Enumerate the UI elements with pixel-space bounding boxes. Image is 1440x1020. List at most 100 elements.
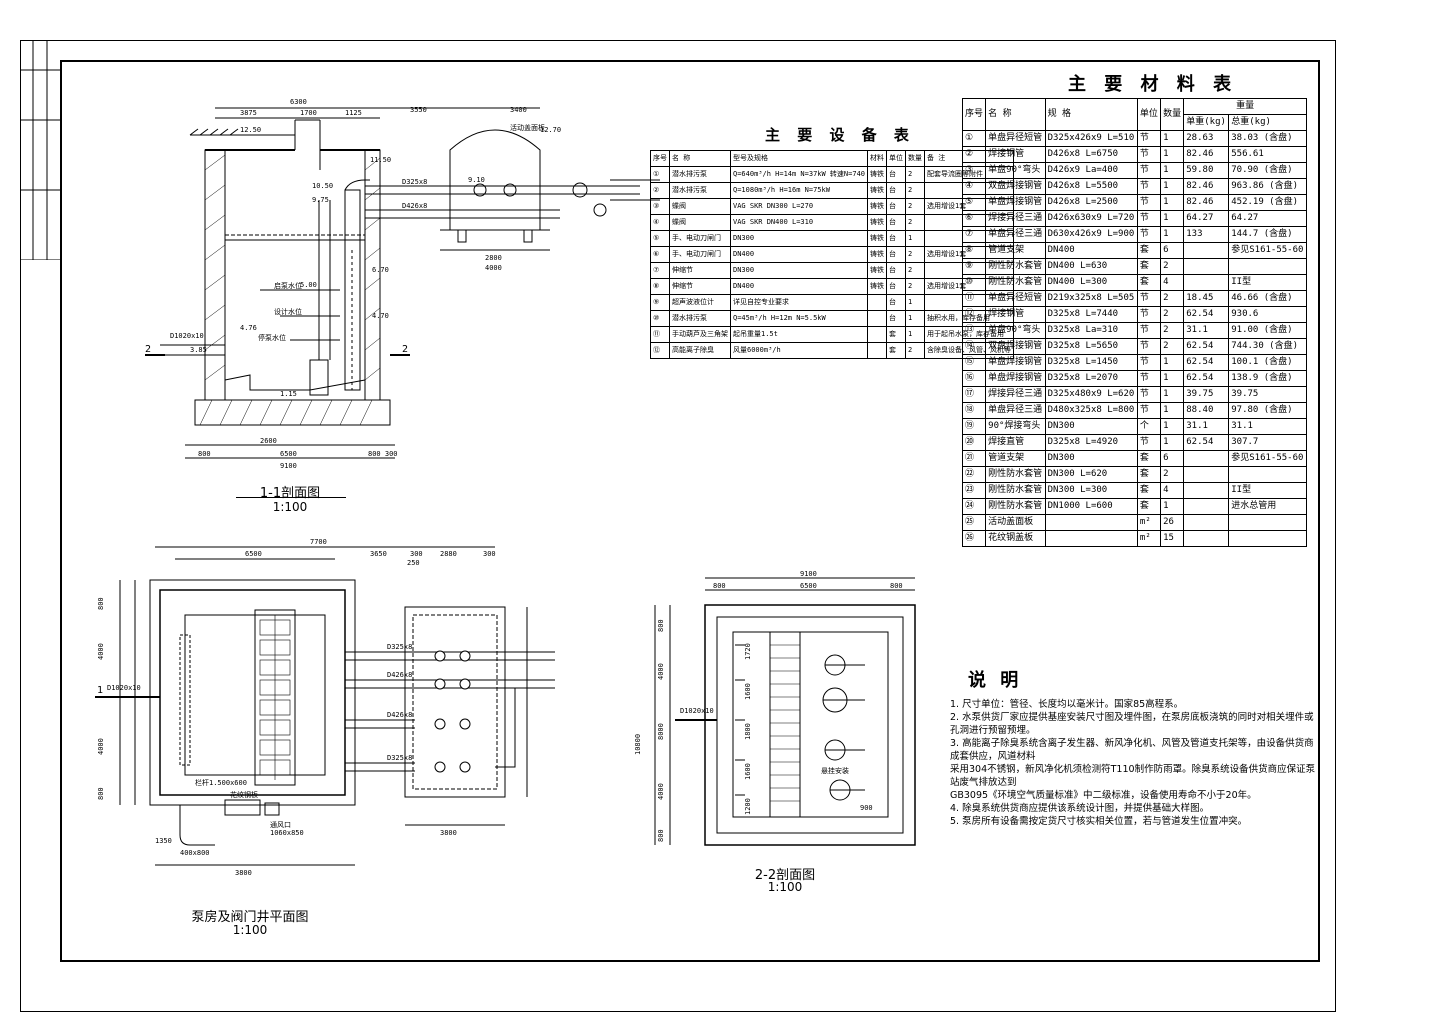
material-cell-spec bbox=[1044, 530, 1138, 547]
material-cell-name: 单盘异径三通 bbox=[985, 226, 1046, 243]
dim-bot-l: 800 bbox=[198, 450, 211, 458]
material-cell-no: ⑤ bbox=[961, 194, 987, 211]
material-cell-w1 bbox=[1183, 274, 1230, 291]
s22-dim-v2: 1600 bbox=[744, 683, 752, 700]
mat-col-name: 名 称 bbox=[985, 98, 1046, 131]
material-cell-name: 单盘异径短管 bbox=[985, 290, 1046, 307]
material-cell-w1: 18.45 bbox=[1183, 290, 1230, 307]
material-cell-spec: DN400 L=630 bbox=[1044, 258, 1138, 275]
elev-e5: 9.10 bbox=[468, 176, 485, 184]
material-cell-name: 单盘异径短管 bbox=[985, 130, 1046, 147]
plan-dim-t6: 300 bbox=[483, 550, 496, 558]
cover-label: 活动盖面板 bbox=[510, 123, 545, 132]
elev-e2: 11.50 bbox=[370, 156, 391, 164]
s22-dim-h2: 8000 bbox=[657, 723, 665, 740]
pipe-label-1: D325x8 bbox=[402, 178, 427, 186]
equipment-cell-qty: 1 bbox=[905, 310, 926, 327]
equipment-cell-no: ④ bbox=[650, 214, 670, 231]
material-cell-spec: D426x8 L=6750 bbox=[1044, 146, 1138, 163]
material-cell-unit: 节 bbox=[1136, 178, 1162, 195]
design-level-label: 设计水位 bbox=[274, 307, 302, 316]
material-cell-name: 单盘焊接钢管 bbox=[985, 194, 1046, 211]
material-cell-spec: DN400 bbox=[1044, 242, 1138, 259]
plan-dim-t1: 7700 bbox=[310, 538, 327, 546]
equipment-cell-qty: 2 bbox=[905, 214, 926, 231]
material-cell-no: ㉑ bbox=[961, 450, 987, 467]
plan-dim-chamber: 3800 bbox=[440, 829, 457, 837]
material-cell-w1: 82.46 bbox=[1183, 178, 1230, 195]
s22-install-label: 悬挂安装 bbox=[821, 766, 849, 775]
equipment-cell-unit: 台 bbox=[886, 182, 907, 199]
s22-dim-h4: 4000 bbox=[657, 783, 665, 800]
equipment-cell-mat bbox=[867, 342, 888, 359]
material-cell-w1: 133 bbox=[1183, 226, 1230, 243]
mat-col-total-weight: 总重(kg) bbox=[1228, 114, 1307, 131]
material-cell-no: ⑮ bbox=[961, 354, 987, 371]
note-item: 2. 水泵供货厂家应提供基座安装尺寸图及埋件图，在泵房底板浇筑的同时对相关埋件或… bbox=[950, 712, 1314, 736]
material-cell-spec: DN400 L=300 bbox=[1044, 274, 1138, 291]
equipment-cell-spec: Q=1080m³/h H=16m N=75kW bbox=[729, 182, 869, 199]
material-cell-unit: 节 bbox=[1136, 354, 1162, 371]
plan-inlet-label: D1020x10 bbox=[107, 684, 141, 692]
equipment-cell-no: ② bbox=[650, 182, 670, 199]
equipment-cell-unit: 台 bbox=[886, 278, 907, 295]
s22-dim-h1: 10800 bbox=[634, 734, 642, 755]
elev-e3: 10.50 bbox=[312, 182, 333, 190]
material-cell-unit: 节 bbox=[1136, 130, 1162, 147]
material-cell-name: 刚性防水套管 bbox=[985, 498, 1046, 515]
material-cell-name: 焊接直管 bbox=[985, 434, 1046, 451]
eq-col-mat: 材料 bbox=[867, 150, 888, 167]
material-cell-w1: 62.54 bbox=[1183, 354, 1230, 371]
pipe-label-2: D426x8 bbox=[402, 202, 427, 210]
plan-dim-b8: 1060x850 bbox=[270, 829, 304, 837]
material-cell-spec: D480x325x8 L=800 bbox=[1044, 402, 1138, 419]
material-cell-qty: 1 bbox=[1160, 402, 1185, 419]
material-cell-no: ⑩ bbox=[961, 274, 987, 291]
material-cell-name: 刚性防水套管 bbox=[985, 274, 1046, 291]
material-cell-unit: 节 bbox=[1136, 322, 1162, 339]
material-cell-w1 bbox=[1183, 450, 1230, 467]
plan-pipe-3: D426x8 bbox=[387, 711, 412, 719]
material-cell-no: ⑲ bbox=[961, 418, 987, 435]
equipment-cell-qty: 2 bbox=[905, 246, 926, 263]
material-cell-spec: D426x9 La=400 bbox=[1044, 162, 1138, 179]
notes-list: 1. 尺寸单位：管径、长度均以毫米计。国家85高程系。2. 水泵供货厂家应提供基… bbox=[950, 698, 1320, 828]
equipment-cell-spec: 风量6000m³/h bbox=[729, 342, 869, 359]
material-cell-qty: 4 bbox=[1160, 482, 1185, 499]
plan-dim-b2: 1350 bbox=[155, 837, 172, 845]
dim-d5: 3400 bbox=[510, 106, 527, 114]
s22-dim-h3: 4000 bbox=[657, 663, 665, 680]
plan-pipe-4: D325x8 bbox=[387, 754, 412, 762]
title-strip bbox=[20, 40, 60, 260]
s22-dim-v5: 1200 bbox=[744, 798, 752, 815]
material-cell-w1: 62.54 bbox=[1183, 306, 1230, 323]
material-cell-spec: D325x8 L=7440 bbox=[1044, 306, 1138, 323]
equipment-cell-no: ① bbox=[650, 166, 670, 183]
equipment-cell-name: 潜水排污泵 bbox=[669, 310, 731, 327]
material-cell-qty: 2 bbox=[1160, 322, 1185, 339]
section-2-2-drawing: 9100 6500 800 800 10800 8000 4000 4000 8… bbox=[634, 570, 916, 846]
material-cell-spec: DN300 bbox=[1044, 450, 1138, 467]
equipment-cell-name: 伸缩节 bbox=[669, 278, 731, 295]
s22-dim-t3: 800 bbox=[713, 582, 726, 590]
equipment-cell-mat: 铸铁 bbox=[867, 214, 888, 231]
plan-steel-label: 花纹钢板 bbox=[230, 790, 258, 799]
equipment-cell-mat: 铸铁 bbox=[867, 278, 888, 295]
s22-dim-h5: 800 bbox=[657, 619, 665, 632]
dim-w2: 4000 bbox=[485, 264, 502, 272]
s22-dim-v1: 1720 bbox=[744, 643, 752, 660]
equipment-cell-name: 手、电动刀闸门 bbox=[669, 230, 731, 247]
equipment-cell-unit: 套 bbox=[886, 326, 907, 343]
equipment-table-title: 主 要 设 备 表 bbox=[765, 126, 915, 144]
drawing-frame-outer bbox=[20, 40, 1336, 1012]
note-item: GB3095《环境空气质量标准》中二级标准，设备使用寿命不小于20年。 bbox=[950, 790, 1257, 801]
note-item: 3. 高能离子除臭系统含离子发生器、新风净化机、风管及管道支托架等，由设备供货商… bbox=[950, 738, 1314, 762]
equipment-cell-unit: 台 bbox=[886, 214, 907, 231]
material-cell-spec: D426x630x9 L=720 bbox=[1044, 210, 1138, 227]
equipment-cell-name: 潜水排污泵 bbox=[669, 182, 731, 199]
equipment-cell-name: 潜水排污泵 bbox=[669, 166, 731, 183]
equipment-cell-unit: 台 bbox=[886, 230, 907, 247]
